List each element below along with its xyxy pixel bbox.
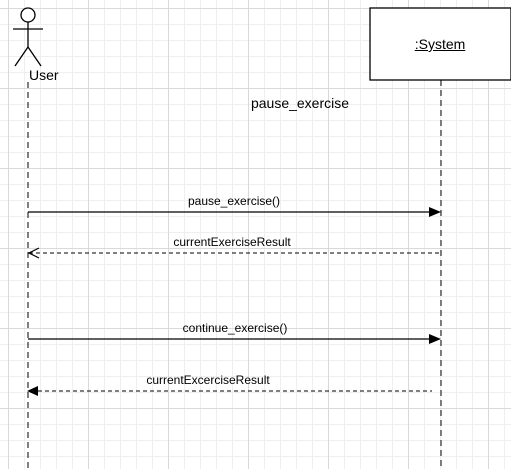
user-actor-icon[interactable] — [13, 7, 43, 67]
message-current-exercise-result-arrow[interactable] — [27, 247, 441, 259]
system-box[interactable] — [369, 7, 511, 81]
user-actor-label: User — [29, 67, 59, 83]
message-label-pause-exercise: pause_exercise() — [187, 194, 281, 208]
message-current-excercise-result-arrow[interactable] — [27, 386, 432, 396]
message-label-current-exercise-result: currentExerciseResult — [173, 235, 291, 249]
message-label-continue-exercise: continue_exercise() — [182, 321, 288, 335]
system-label: :System — [414, 36, 466, 52]
message-continue-exercise-arrow[interactable] — [28, 334, 441, 344]
message-label-current-excercise-result: currentExcerciseResult — [146, 373, 270, 387]
message-pause-exercise-arrow[interactable] — [28, 207, 441, 217]
frame-title: pause_exercise — [250, 95, 350, 111]
